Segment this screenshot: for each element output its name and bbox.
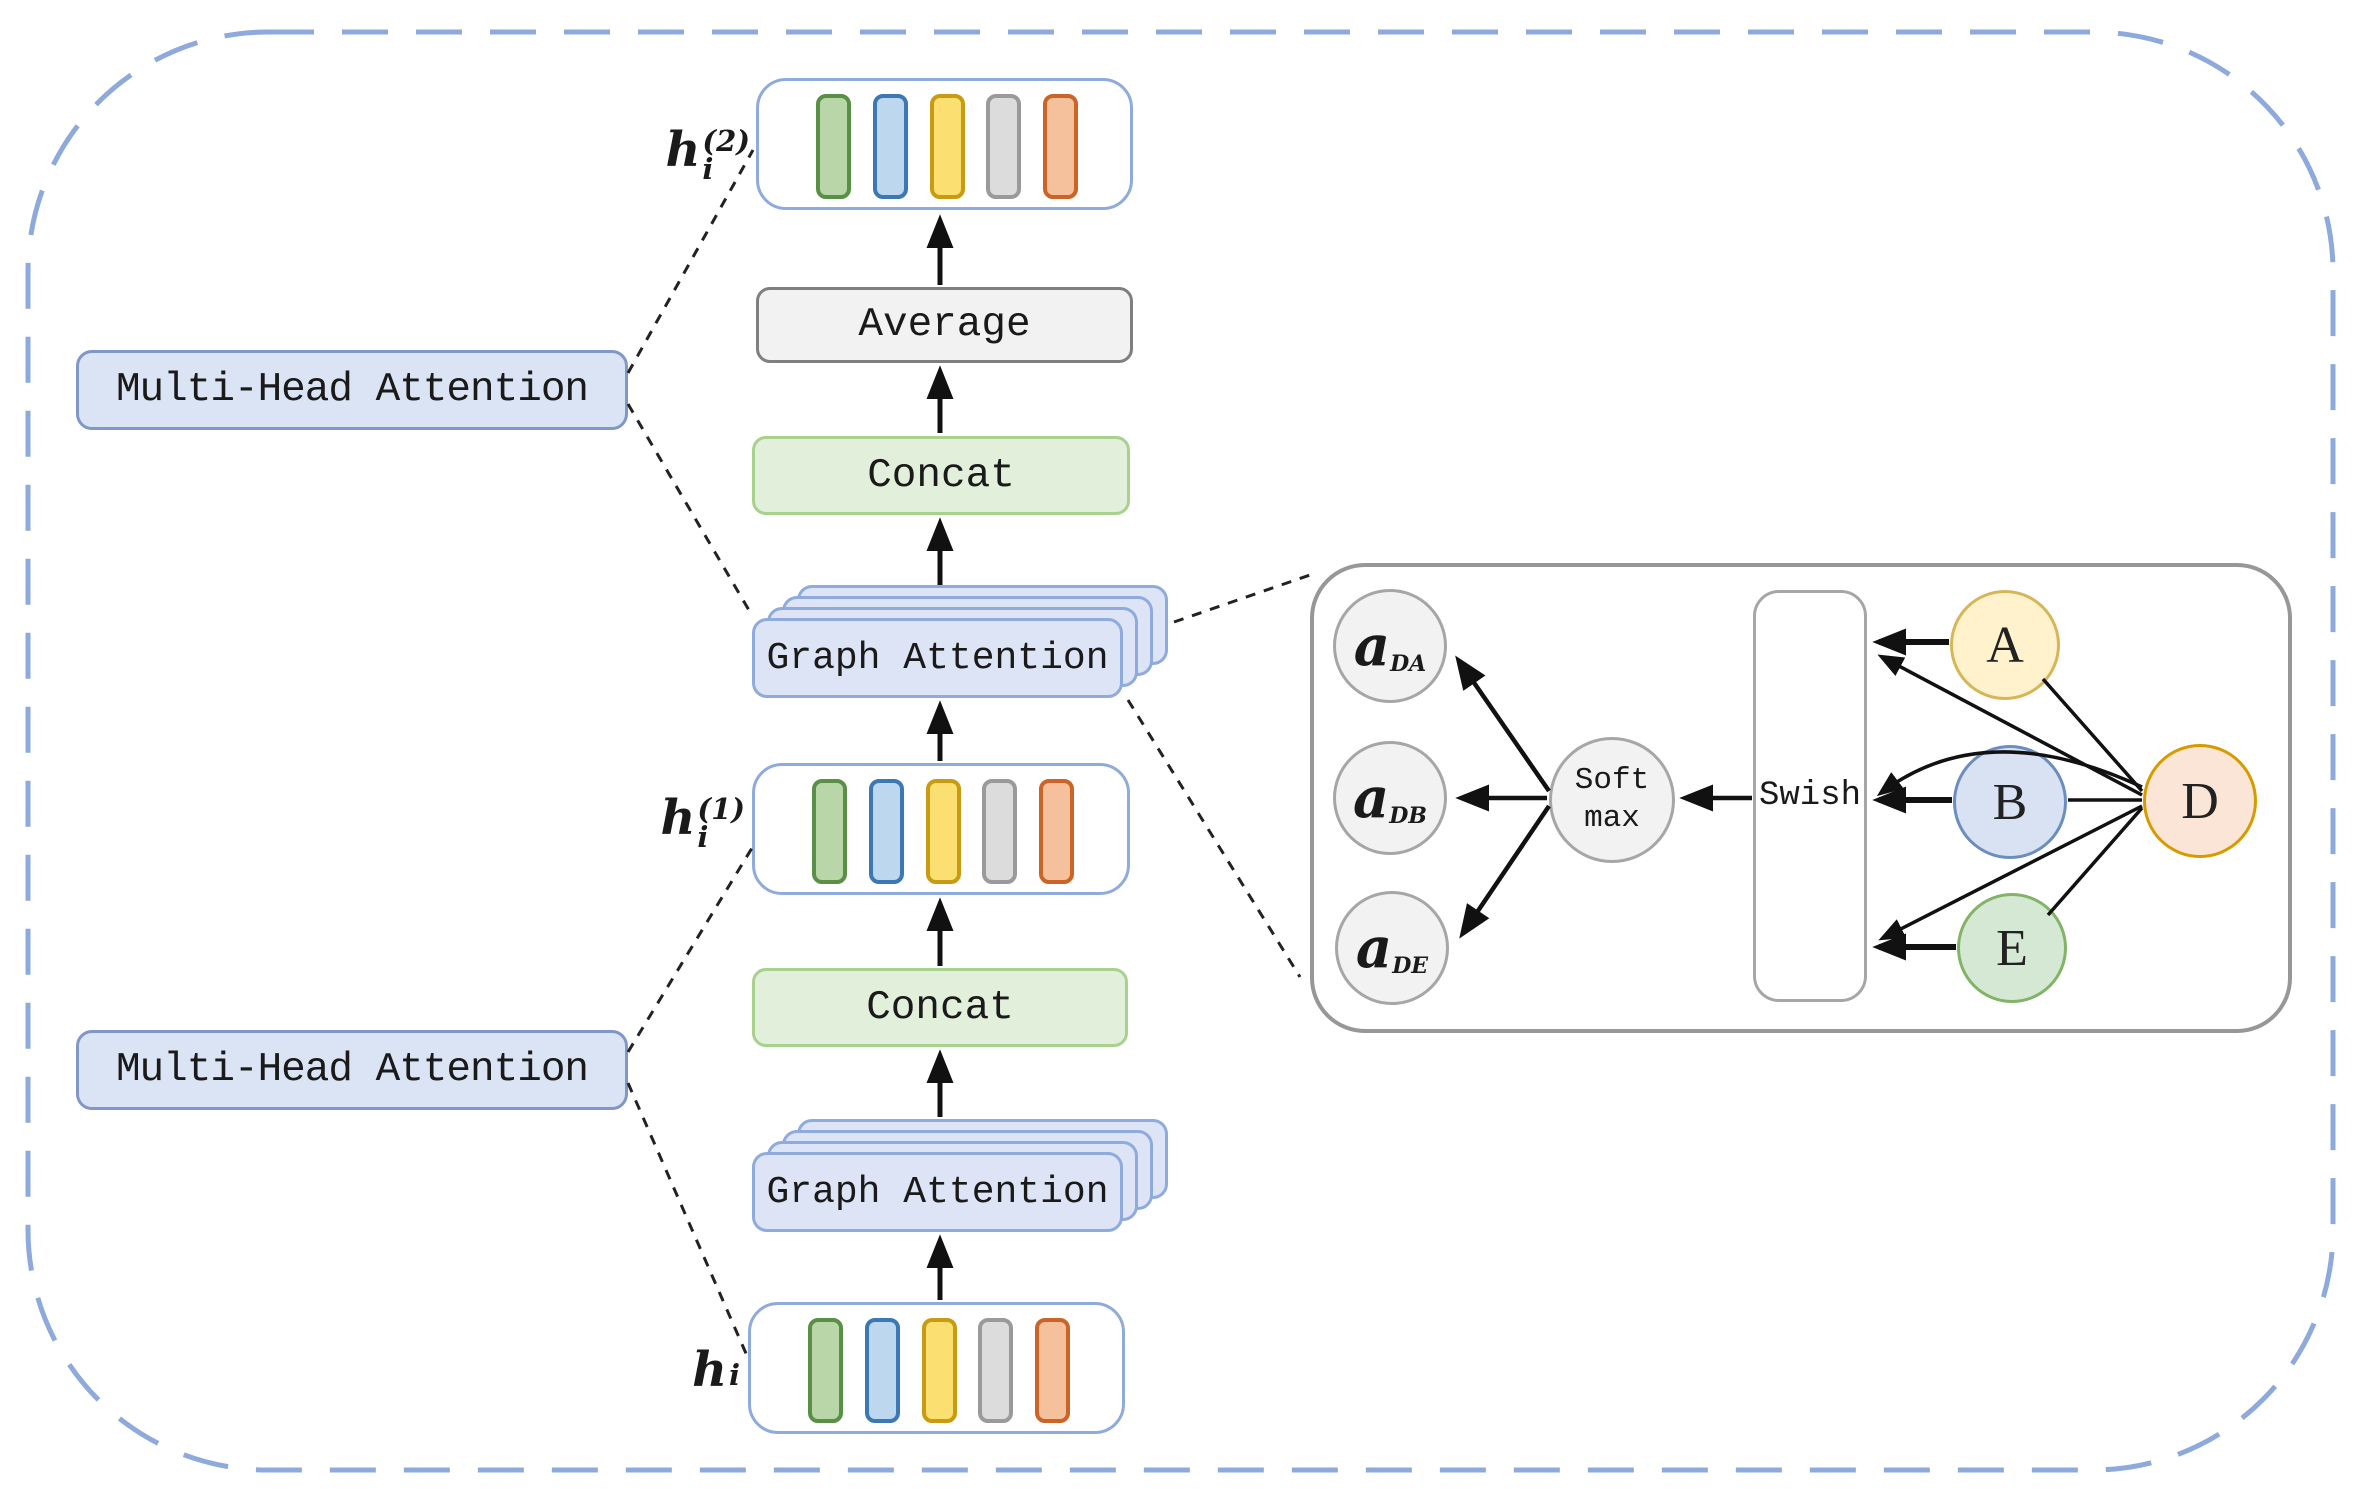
hidden-vector-label: h(1)i bbox=[565, 768, 745, 868]
input-vector-label-base: h bbox=[692, 1342, 727, 1398]
output-vector-label-base: h bbox=[665, 122, 701, 178]
node-a-label: A bbox=[1986, 616, 2024, 674]
feature-bar-blue bbox=[869, 779, 904, 884]
hidden-vector-label-sup: (1) bbox=[697, 792, 745, 827]
feature-bar-green bbox=[812, 779, 847, 884]
output-vector-label-sub: i bbox=[702, 152, 714, 186]
dashed-connector-mha-lower-to-input bbox=[626, 1082, 750, 1359]
concat-upper-box: Concat bbox=[752, 436, 1130, 515]
coefficient-de-base: a bbox=[1355, 915, 1393, 981]
average-box: Average bbox=[756, 287, 1133, 363]
coefficient-circle-da: a DA bbox=[1333, 589, 1447, 703]
softmax-circle: Soft max bbox=[1549, 737, 1675, 863]
feature-bar-orange bbox=[1039, 779, 1074, 884]
node-d-label: D bbox=[2181, 772, 2219, 830]
softmax-label-line1: Soft bbox=[1574, 763, 1650, 798]
node-circle-a: A bbox=[1950, 590, 2060, 700]
coefficient-da-sub: DA bbox=[1390, 651, 1427, 677]
coefficient-de-sub: DE bbox=[1392, 953, 1429, 979]
coefficient-da-base: a bbox=[1353, 613, 1391, 679]
dashed-connector-ga-to-panel-top bbox=[1173, 573, 1311, 624]
graph-attention-lower-label: Graph Attention bbox=[766, 1170, 1109, 1214]
output-vector-label: h(2)i bbox=[570, 100, 750, 200]
graph-attention-lower-stack: Graph Attention bbox=[752, 1119, 1182, 1234]
concat-lower-box: Concat bbox=[752, 968, 1128, 1047]
graph-attention-upper-box: Graph Attention bbox=[752, 618, 1123, 698]
multi-head-attention-lower-label: Multi-Head Attention bbox=[115, 1047, 589, 1093]
input-vector-box bbox=[748, 1302, 1125, 1434]
hidden-vector-label-sub: i bbox=[697, 820, 709, 854]
swish-box: Swish bbox=[1753, 590, 1867, 1002]
feature-bar-blue bbox=[865, 1318, 900, 1423]
coefficient-db-base: a bbox=[1353, 765, 1390, 831]
multi-head-attention-lower-box: Multi-Head Attention bbox=[76, 1030, 628, 1110]
feature-bar-gray bbox=[986, 94, 1021, 199]
concat-upper-label: Concat bbox=[867, 452, 1015, 499]
feature-bar-green bbox=[808, 1318, 843, 1423]
feature-bar-orange bbox=[1043, 94, 1078, 199]
hidden-vector-label-base: h bbox=[660, 790, 696, 846]
node-circle-e: E bbox=[1957, 893, 2067, 1003]
node-circle-d: D bbox=[2143, 744, 2257, 858]
coefficient-circle-de: a DE bbox=[1335, 891, 1449, 1005]
multi-head-attention-upper-label: Multi-Head Attention bbox=[115, 367, 589, 413]
feature-bar-gray bbox=[982, 779, 1017, 884]
input-vector-label-sub: i bbox=[728, 1358, 740, 1393]
graph-attention-upper-stack: Graph Attention bbox=[752, 585, 1182, 700]
node-circle-b: B bbox=[1953, 745, 2067, 859]
feature-bar-blue bbox=[873, 94, 908, 199]
average-label: Average bbox=[858, 302, 1031, 348]
dashed-connector-mha-upper-to-ga bbox=[626, 403, 752, 613]
softmax-label-line2: max bbox=[1584, 801, 1640, 836]
node-b-label: B bbox=[1992, 773, 2028, 831]
feature-bar-yellow bbox=[930, 94, 965, 199]
graph-attention-lower-box: Graph Attention bbox=[752, 1152, 1123, 1232]
output-vector-box bbox=[756, 78, 1133, 210]
feature-bar-yellow bbox=[922, 1318, 957, 1423]
graph-attention-upper-label: Graph Attention bbox=[766, 636, 1109, 680]
feature-bar-orange bbox=[1035, 1318, 1070, 1423]
dashed-connector-ga-to-panel-bottom bbox=[1126, 699, 1302, 978]
dashed-connector-mha-lower-to-hidden bbox=[626, 847, 754, 1053]
node-e-label: E bbox=[1996, 919, 2028, 977]
coefficient-db-sub: DB bbox=[1389, 803, 1427, 829]
coefficient-circle-db: a DB bbox=[1333, 741, 1447, 855]
swish-label: Swish bbox=[1758, 777, 1862, 815]
concat-lower-label: Concat bbox=[866, 984, 1014, 1031]
feature-bar-gray bbox=[978, 1318, 1013, 1423]
multi-head-attention-upper-box: Multi-Head Attention bbox=[76, 350, 628, 430]
feature-bar-green bbox=[816, 94, 851, 199]
hidden-vector-box bbox=[752, 763, 1130, 895]
feature-bar-yellow bbox=[926, 779, 961, 884]
